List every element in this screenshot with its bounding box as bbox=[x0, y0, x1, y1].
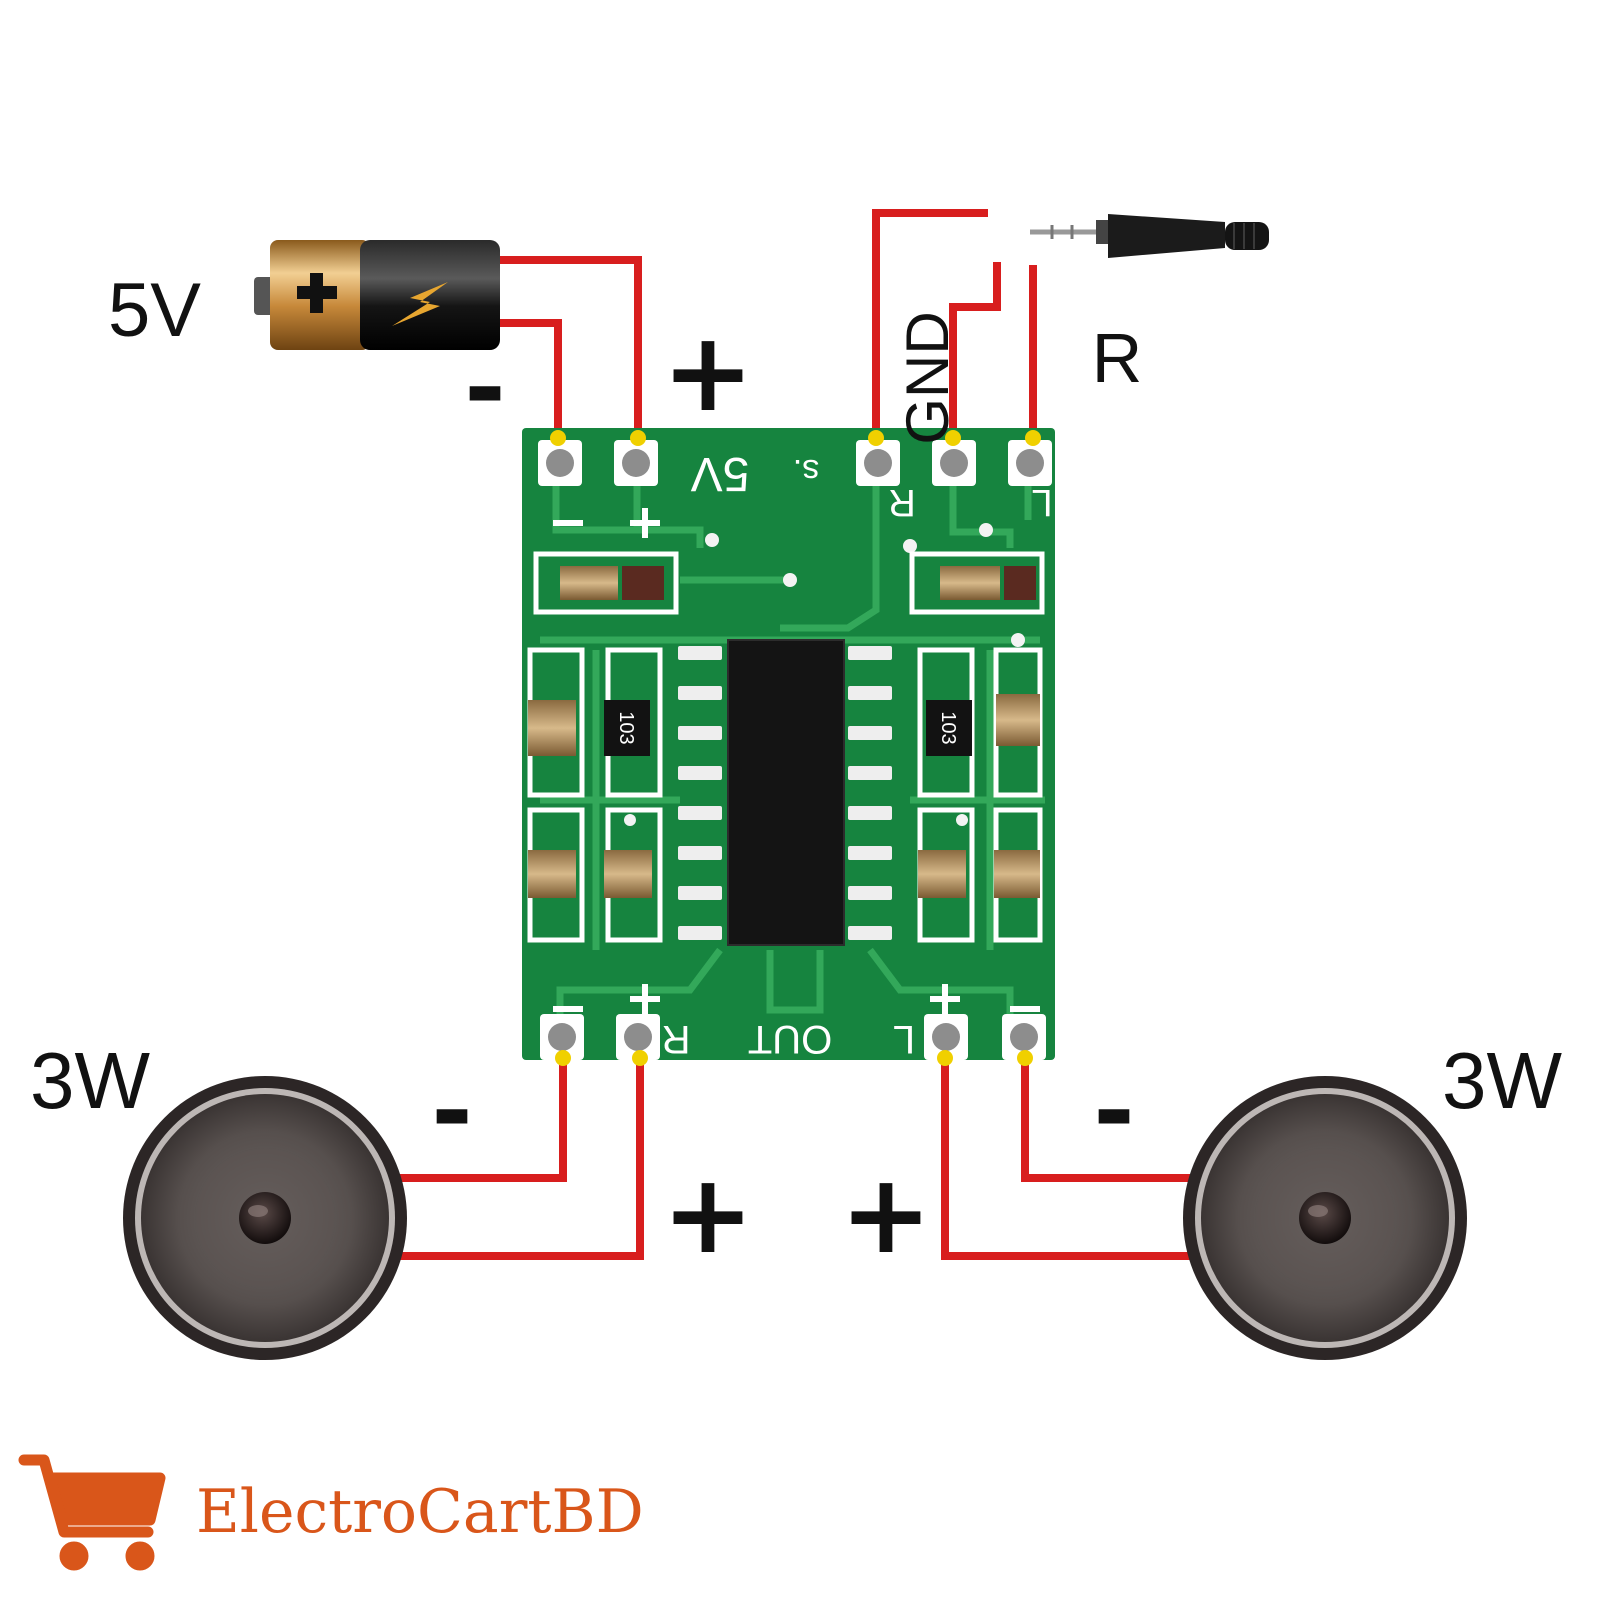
battery-terminal bbox=[254, 277, 274, 315]
pad-supply-plus bbox=[614, 440, 658, 486]
label-left-speaker-plus: + bbox=[662, 1150, 754, 1278]
battery bbox=[254, 240, 500, 350]
amplifier-ic bbox=[678, 639, 892, 946]
brand-name: ElectroCartBD bbox=[196, 1477, 644, 1547]
wire-input-gnd bbox=[949, 262, 1001, 438]
silk-supply: 5V bbox=[691, 447, 750, 500]
silk-polarity-marks bbox=[553, 508, 1040, 1014]
battery-body bbox=[360, 240, 500, 350]
silk-in-l: L bbox=[1031, 481, 1052, 523]
pad-out-r-plus bbox=[616, 1014, 660, 1060]
smd-resistors bbox=[604, 700, 972, 756]
pcb-vias bbox=[624, 523, 1025, 826]
shopping-cart-icon bbox=[18, 1454, 166, 1571]
label-left-speaker-minus: - bbox=[431, 1052, 473, 1169]
label-input-gnd: GND bbox=[894, 311, 961, 444]
brand-logo: ElectroCartBD bbox=[18, 1454, 644, 1571]
smd-capacitors bbox=[528, 566, 1040, 898]
silk-out-l: L bbox=[893, 1017, 915, 1061]
silkscreen: 5V s. R L R OUT L 103 103 bbox=[553, 447, 1053, 1061]
silk-out-r: R bbox=[662, 1017, 691, 1061]
right-speaker bbox=[1183, 1076, 1467, 1360]
pad-input-r bbox=[856, 440, 900, 486]
silk-out: OUT bbox=[748, 1017, 832, 1061]
wire-right-speaker-minus bbox=[1021, 1058, 1190, 1182]
wire-left-speaker-minus bbox=[397, 1058, 567, 1182]
pad-out-l-plus bbox=[924, 1014, 968, 1060]
silk-mark: s. bbox=[793, 452, 819, 490]
label-supply-minus: - bbox=[464, 329, 506, 446]
solder-points bbox=[550, 430, 1041, 1066]
pad-out-l-minus bbox=[1002, 1014, 1046, 1060]
label-right-speaker-power: 3W bbox=[1442, 1036, 1562, 1125]
label-supply-voltage: 5V bbox=[108, 268, 201, 353]
silk-in-r: R bbox=[888, 481, 915, 523]
wire-left-speaker-plus bbox=[397, 1058, 644, 1260]
silk-res-left: 103 bbox=[615, 711, 637, 744]
label-input-r: R bbox=[1092, 319, 1143, 397]
wire-supply-minus bbox=[498, 319, 562, 438]
wires bbox=[397, 209, 1190, 1260]
label-supply-plus: + bbox=[662, 308, 754, 436]
silk-res-right: 103 bbox=[937, 711, 959, 744]
pad-input-gnd bbox=[932, 440, 976, 486]
audio-jack-icon bbox=[1030, 214, 1269, 258]
label-left-speaker-power: 3W bbox=[30, 1036, 150, 1125]
wire-input-r bbox=[872, 209, 988, 438]
left-speaker bbox=[123, 1076, 407, 1360]
amplifier-board: 5V s. R L R OUT L 103 103 bbox=[522, 428, 1055, 1066]
label-right-speaker-minus: - bbox=[1093, 1052, 1135, 1169]
wire-supply-plus bbox=[498, 256, 642, 438]
label-right-speaker-plus: + bbox=[840, 1150, 932, 1278]
solder-pads bbox=[538, 440, 1052, 1060]
wire-right-speaker-plus bbox=[941, 1058, 1190, 1260]
pad-supply-minus bbox=[538, 440, 582, 486]
pad-input-l bbox=[1008, 440, 1052, 486]
pad-out-r-minus bbox=[540, 1014, 584, 1060]
